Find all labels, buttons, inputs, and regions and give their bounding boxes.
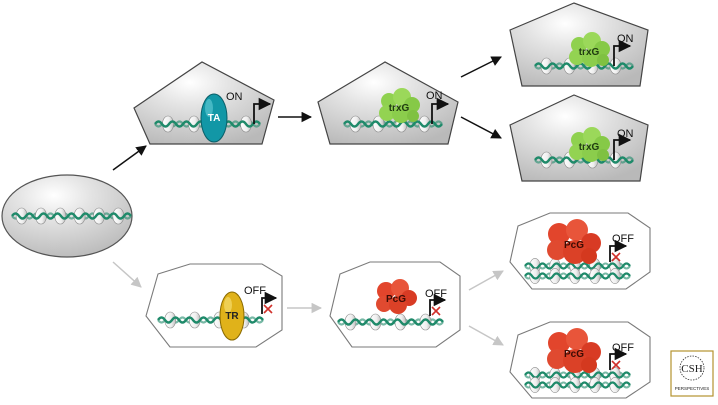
bent-arrow-icon: OFF: [244, 285, 278, 314]
dna-helix: [524, 262, 631, 270]
logo-subtext: PERSPECTIVES: [675, 386, 710, 391]
pcg-label: PcG: [564, 349, 584, 360]
state-on-label: ON: [426, 90, 443, 102]
state-off-label: OFF: [612, 233, 634, 245]
arrow-pcg-to-bottom: [468, 325, 504, 346]
logo-text: CSH: [681, 363, 702, 375]
trxg-label: trxG: [389, 103, 410, 114]
tr-factor: TR: [219, 291, 245, 341]
arrow-to-active-path: [112, 145, 147, 171]
dna-strand: [534, 57, 634, 75]
csh-perspectives-logo: CSH PERSPECTIVES: [670, 350, 714, 397]
bent-arrow-icon: ON: [613, 33, 634, 66]
nucleosome: [609, 151, 622, 169]
bent-arrow-icon: OFF: [609, 233, 634, 262]
pcg-label: PcG: [564, 240, 584, 251]
ta-label: TA: [208, 113, 221, 124]
dna-helix: [11, 212, 132, 220]
bent-arrow-icon: OFF: [609, 342, 634, 370]
bent-arrow-icon: OFF: [425, 288, 447, 316]
dna-helix: [524, 381, 631, 389]
pcg-complex: PcG: [376, 279, 417, 314]
dna-helix: [343, 120, 443, 128]
state-on-label: ON: [226, 91, 243, 103]
dna-helix: [157, 316, 264, 324]
arrow-pcg-to-top: [468, 270, 504, 291]
state-on-label: ON: [617, 33, 634, 45]
bent-arrow-icon: ON: [226, 91, 272, 124]
dna-helix: [534, 156, 634, 164]
trxg-label: trxG: [579, 142, 600, 153]
state-off-label: OFF: [612, 342, 634, 354]
compact-chromatin: [524, 268, 631, 284]
dna-helix: [337, 318, 444, 326]
arrow-trxg-to-bottom: [460, 116, 502, 139]
nucleosome: [419, 313, 432, 331]
red-cross-icon: [263, 304, 273, 314]
pcg-complex: PcG: [547, 328, 601, 373]
pcg-label: PcG: [386, 294, 406, 305]
red-cross-icon: [611, 360, 621, 370]
dna-strand: [337, 313, 444, 331]
pcg-complex: PcG: [547, 219, 601, 264]
arrow-trxg-to-top: [460, 56, 502, 78]
dna-helix: [524, 272, 631, 280]
state-on-label: ON: [617, 128, 634, 140]
trxg-label: trxG: [579, 47, 600, 58]
trxg-complex: trxG: [379, 88, 420, 123]
compact-chromatin: [524, 377, 631, 393]
dna-helix: [524, 371, 631, 379]
arrow-to-repressed-path: [112, 261, 142, 288]
nucleosome: [418, 115, 431, 133]
repressed-cell-1: [145, 263, 283, 348]
trxg-complex: trxG: [569, 32, 610, 67]
red-cross-icon: [611, 252, 621, 262]
dna-strand: [11, 207, 132, 225]
state-off-label: OFF: [244, 285, 266, 297]
dna-strand: [343, 115, 443, 133]
red-cross-icon: [431, 306, 441, 316]
bent-arrow-icon: ON: [613, 128, 634, 160]
ta-factor: TA: [200, 93, 228, 143]
dna-helix: [534, 62, 634, 70]
tr-label: TR: [225, 311, 239, 322]
bent-arrow-icon: ON: [426, 90, 450, 124]
state-off-label: OFF: [425, 288, 447, 300]
nucleosome: [609, 57, 622, 75]
trxg-complex: trxG: [569, 127, 610, 162]
